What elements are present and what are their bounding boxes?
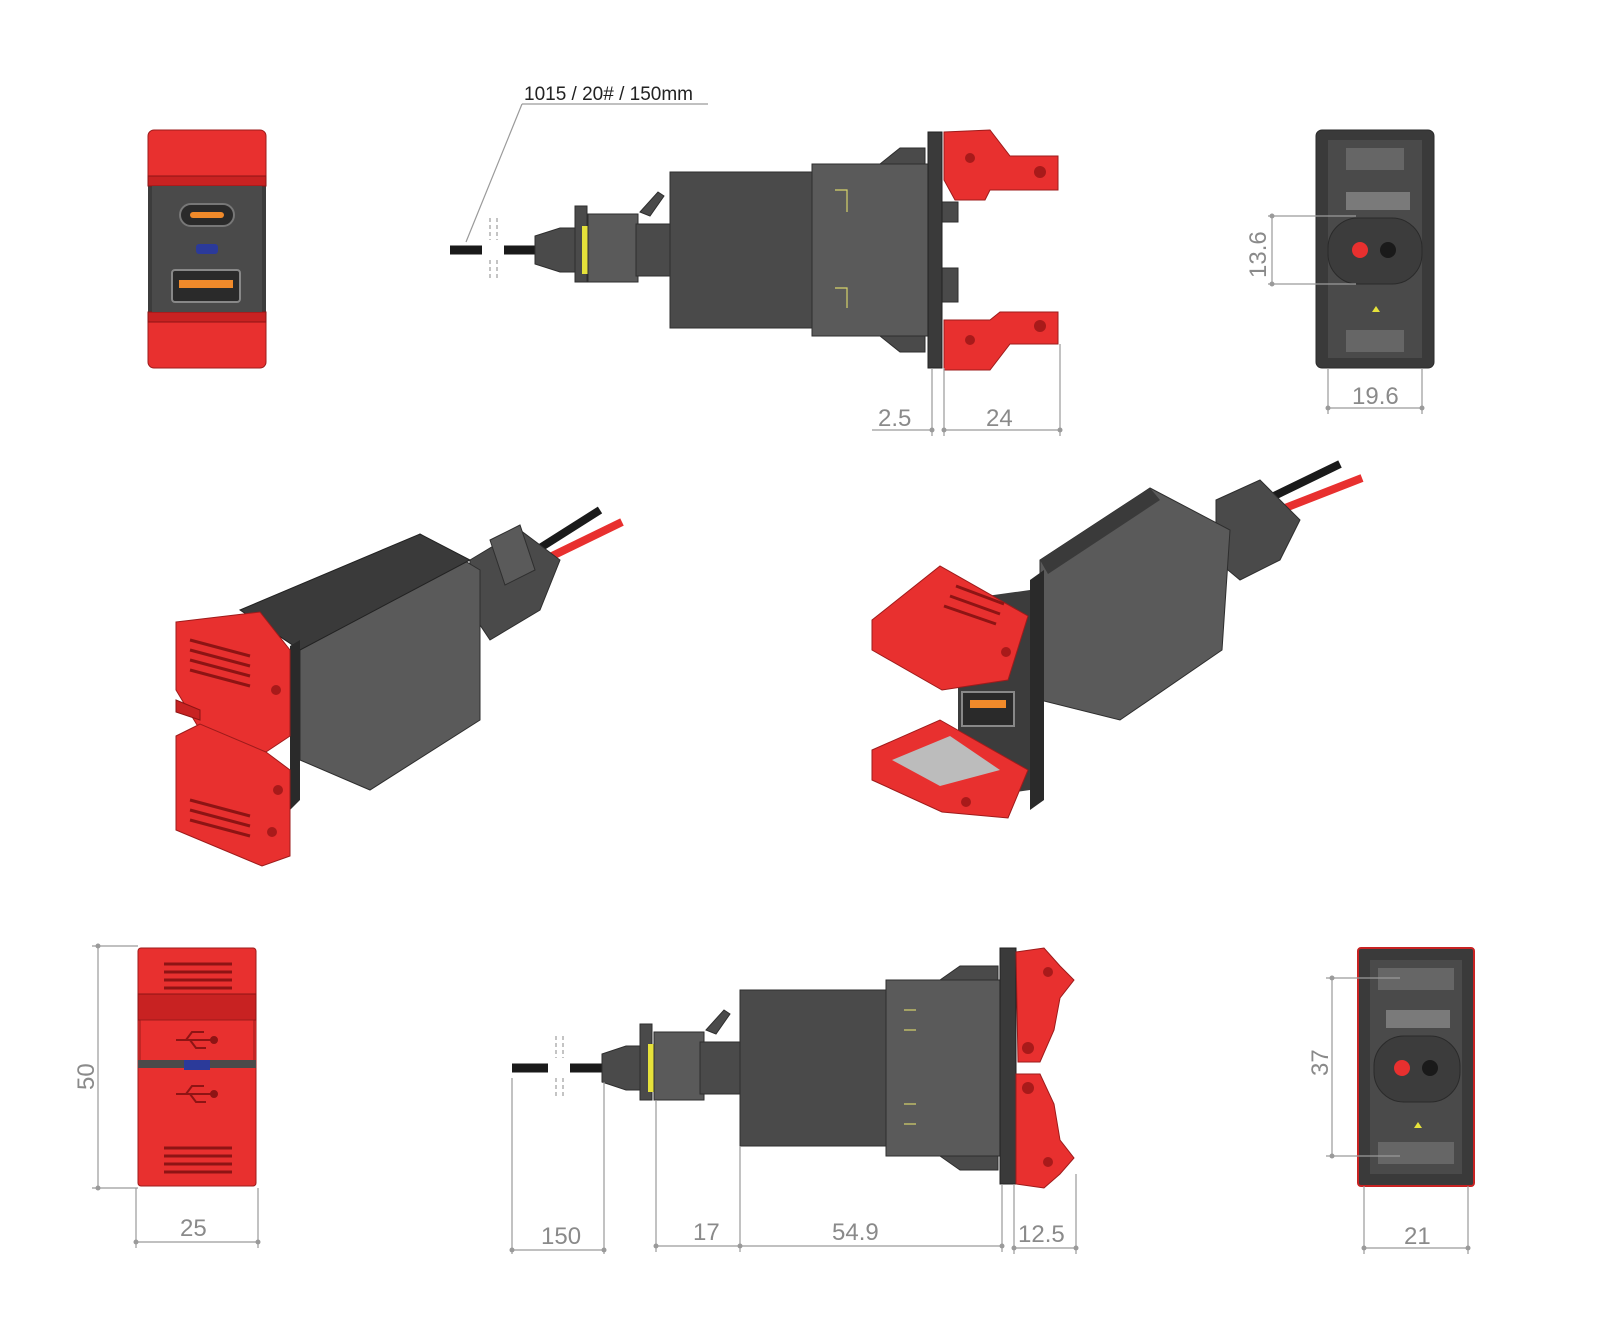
dim-body-text: 54.9 — [832, 1219, 879, 1246]
dim-front-height-text: 50 — [73, 1063, 100, 1090]
back-view-top: 13.6 19.6 — [1245, 129, 1435, 414]
dim-plug-text: 17 — [693, 1219, 720, 1246]
dim-cable-text: 150 — [541, 1223, 581, 1250]
dim-cover-length-text: 12.5 — [1018, 1221, 1065, 1248]
cable-spec-label: 1015 / 20# / 150mm — [524, 84, 693, 105]
dim-top-side: 2.5 24 — [872, 344, 1063, 436]
back-view-bottom: 37 21 — [1307, 947, 1475, 1254]
front-view-top — [147, 129, 267, 369]
side-view-top — [450, 129, 1059, 371]
iso-view-closed — [175, 506, 624, 867]
dim-back-bottom-height-text: 37 — [1307, 1049, 1334, 1076]
dim-front-width-text: 25 — [180, 1215, 207, 1242]
dim-cover-text: 24 — [986, 405, 1013, 432]
dim-back-bottom-width-text: 21 — [1404, 1223, 1431, 1250]
dim-back-top-width-text: 19.6 — [1352, 383, 1399, 410]
iso-view-open — [871, 460, 1364, 819]
usb-logo-icon — [176, 1085, 218, 1103]
dim-flange-text: 2.5 — [878, 405, 911, 432]
usb-logo-icon — [176, 1031, 218, 1049]
side-view-bottom — [512, 947, 1075, 1189]
front-view-bottom: 50 25 — [73, 943, 261, 1248]
cable-callout: 1015 / 20# / 150mm — [465, 84, 708, 243]
dim-back-top-height-text: 13.6 — [1245, 231, 1272, 278]
dim-bottom-side: 150 17 54.9 12.5 — [509, 1078, 1079, 1254]
